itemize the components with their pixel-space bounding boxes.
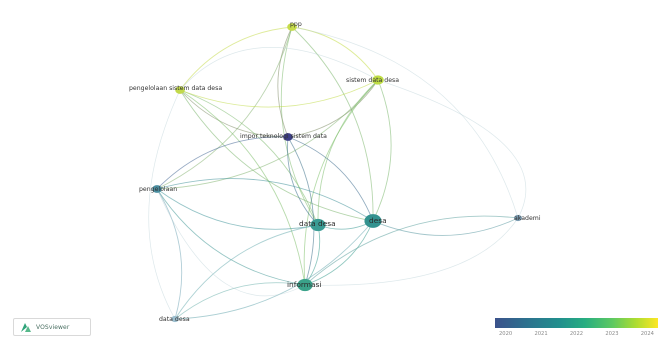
year-color-legend: 2020 2021 2022 2023 2024	[495, 318, 658, 340]
legend-tick: 2023	[605, 331, 619, 337]
legend-gradient-bar	[495, 318, 658, 328]
node-label[interactable]: pengelolaan	[139, 186, 177, 193]
vosviewer-logo: VOSviewer	[13, 318, 91, 336]
network-edge	[377, 79, 527, 219]
network-edge	[372, 217, 519, 236]
network-edge	[287, 136, 374, 222]
network-node[interactable]	[364, 214, 382, 228]
network-edge	[156, 188, 306, 286]
network-edge	[156, 188, 306, 297]
network-edge	[179, 26, 293, 91]
network-edge	[287, 79, 379, 138]
node-label[interactable]: data desa	[299, 219, 336, 228]
network-edge	[303, 79, 379, 286]
network-edge	[304, 215, 519, 286]
network-edge	[277, 26, 293, 138]
network-edge	[156, 188, 183, 320]
vosviewer-logo-icon	[21, 323, 31, 332]
node-label[interactable]: desa	[369, 216, 387, 225]
network-node[interactable]	[283, 133, 293, 141]
node-label[interactable]: impor teknologi sistem data	[240, 133, 327, 140]
network-node[interactable]	[152, 185, 162, 193]
node-label[interactable]: pengelolaan sistem data desa	[129, 85, 222, 92]
edge-layer	[148, 26, 527, 320]
network-node[interactable]	[297, 278, 313, 292]
node-label[interactable]: akademi	[514, 215, 541, 222]
network-edge	[156, 79, 379, 190]
network-edge	[174, 224, 319, 320]
network-node[interactable]	[287, 23, 297, 31]
network-edge	[179, 89, 374, 222]
network-edge	[179, 89, 319, 226]
legend-ticks: 2020 2021 2022 2023 2024	[495, 331, 658, 337]
network-edge	[156, 188, 319, 230]
legend-tick: 2021	[534, 331, 548, 337]
network-edge	[179, 79, 379, 108]
network-node[interactable]	[514, 214, 522, 222]
node-label[interactable]: ppp	[290, 21, 302, 28]
network-node[interactable]	[372, 75, 384, 85]
network-edge	[372, 79, 392, 222]
logo-text: VOSviewer	[36, 323, 70, 331]
network-edge	[179, 47, 379, 91]
node-layer[interactable]: ppp pengelolaan sistem data desa sistem da…	[129, 21, 541, 323]
network-edge	[179, 89, 289, 138]
network-edge	[291, 26, 374, 222]
network-edge	[287, 136, 315, 286]
network-edge	[280, 26, 319, 226]
network-edge	[287, 136, 319, 226]
network-node[interactable]	[310, 218, 326, 232]
network-edge	[174, 220, 374, 320]
node-label[interactable]: sistem data desa	[346, 77, 399, 84]
network-node[interactable]	[175, 86, 185, 94]
network-edge	[174, 282, 306, 320]
network-edge	[156, 178, 374, 222]
network-edge	[148, 89, 181, 320]
network-edge	[291, 26, 519, 219]
node-label[interactable]: data desa	[159, 316, 190, 323]
network-edge	[179, 89, 306, 286]
network-edge	[317, 79, 379, 226]
legend-tick: 2022	[569, 331, 584, 337]
network-edge	[304, 217, 519, 286]
network-edge	[304, 220, 374, 286]
network-edge	[156, 136, 289, 190]
network-edge	[291, 26, 379, 81]
legend-tick: 2024	[640, 331, 654, 337]
network-node[interactable]	[171, 315, 179, 323]
node-label[interactable]: informasi	[287, 280, 321, 289]
legend-tick: 2020	[499, 331, 513, 337]
network-edge	[156, 26, 293, 190]
